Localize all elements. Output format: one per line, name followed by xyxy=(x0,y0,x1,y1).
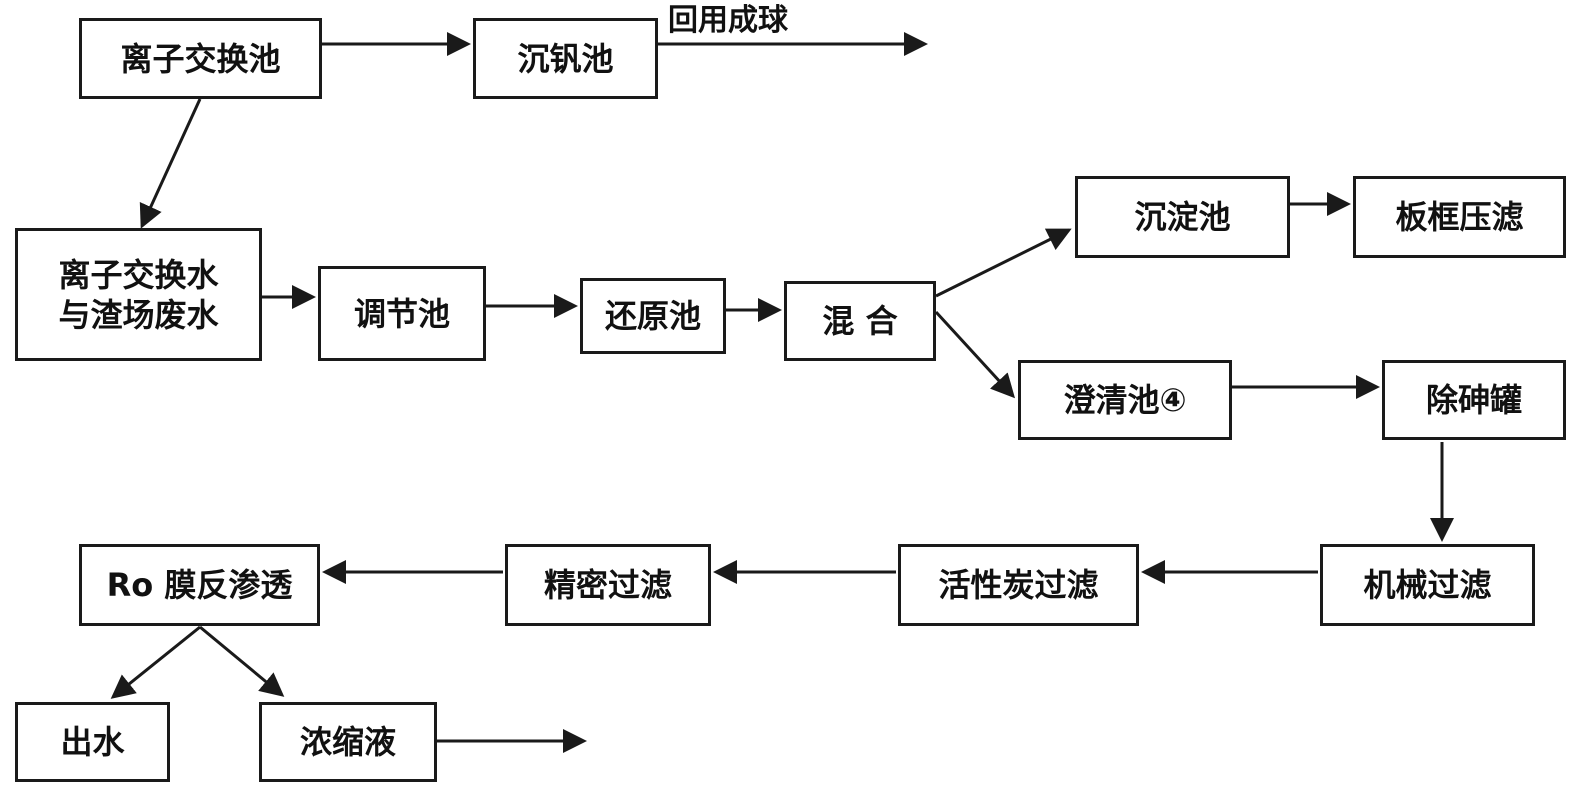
node-effluent: 出水 xyxy=(15,702,170,782)
node-vanadium-precip-tank: 沉钒池 xyxy=(473,18,658,99)
node-label: 澄清池④ xyxy=(1063,381,1187,419)
node-mixing: 混 合 xyxy=(784,281,936,361)
arrow-mixing-to-sedimentation xyxy=(935,228,1072,298)
node-label: 机械过滤 xyxy=(1363,566,1492,604)
node-concentrate: 浓缩液 xyxy=(259,702,437,782)
node-label: 精密过滤 xyxy=(543,566,672,604)
node-activated-carbon-filter: 活性炭过滤 xyxy=(898,544,1139,626)
node-ion-water-and-slag-wastewater: 离子交换水 与渣场废水 xyxy=(15,228,262,361)
arrow-ro-to-effluent xyxy=(110,625,201,699)
node-label: 活性炭过滤 xyxy=(938,566,1099,604)
node-label: 还原池 xyxy=(604,297,701,335)
node-label: 板框压滤 xyxy=(1395,198,1524,236)
node-precision-filter: 精密过滤 xyxy=(505,544,711,626)
node-label: 调节池 xyxy=(353,294,450,333)
arrow-ro-to-concentrate xyxy=(199,625,285,697)
node-reduction-tank: 还原池 xyxy=(580,278,726,354)
recycle-label: 回用成球 xyxy=(668,3,788,38)
node-clarifier: 澄清池④ xyxy=(1018,360,1232,440)
node-label: Ro 膜反渗透 xyxy=(106,566,293,604)
node-arsenic-removal-tank: 除砷罐 xyxy=(1382,360,1566,440)
node-label: 除砷罐 xyxy=(1425,381,1522,419)
node-label: 离子交换池 xyxy=(120,39,281,78)
node-sedimentation-tank: 沉淀池 xyxy=(1075,176,1290,258)
node-label: 出水 xyxy=(60,723,125,761)
node-label: 离子交换水 与渣场废水 xyxy=(58,255,219,334)
node-mechanical-filter: 机械过滤 xyxy=(1320,544,1535,626)
node-label: 混 合 xyxy=(822,302,898,340)
node-label: 浓缩液 xyxy=(299,723,396,761)
node-label: 沉钒池 xyxy=(517,39,614,78)
node-ion-exchange-tank: 离子交换池 xyxy=(79,18,322,99)
arrow-mixing-to-clarifier xyxy=(934,310,1016,399)
node-plate-frame-filter: 板框压滤 xyxy=(1353,176,1566,258)
node-regulating-tank: 调节池 xyxy=(318,266,486,361)
node-ro-membrane: Ro 膜反渗透 xyxy=(79,544,320,626)
arrow-ion-exchange-to-wastewater xyxy=(139,98,202,229)
node-label: 沉淀池 xyxy=(1134,198,1231,236)
